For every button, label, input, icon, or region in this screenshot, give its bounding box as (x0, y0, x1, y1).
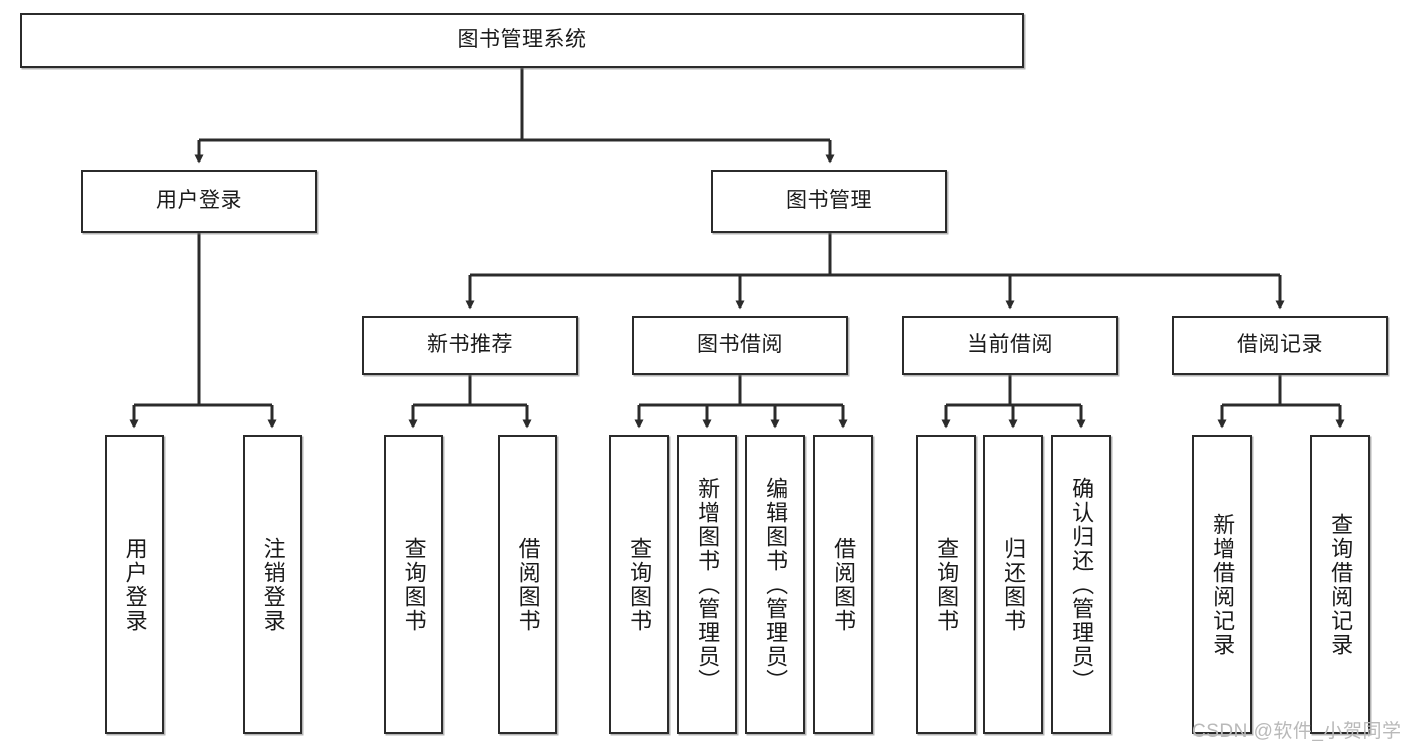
node-new-book-recommend[interactable]: 新书推荐 (362, 316, 578, 375)
node-label: 新增图书（管理员） (695, 476, 721, 693)
node-user-login[interactable]: 用户登录 (81, 170, 317, 233)
node-label: 新增借阅记录 (1210, 512, 1236, 657)
leaf-borrow-edit-book-admin[interactable]: 编辑图书（管理员） (745, 435, 805, 734)
node-label: 查询借阅记录 (1328, 512, 1354, 657)
leaf-newbook-query-book[interactable]: 查询图书 (384, 435, 443, 734)
node-label: 归还图书 (1001, 536, 1027, 633)
node-label: 当前借阅 (967, 333, 1053, 357)
node-label: 注销登录 (260, 536, 286, 633)
leaf-borrow-query-book[interactable]: 查询图书 (609, 435, 669, 734)
leaf-newbook-borrow-book[interactable]: 借阅图书 (498, 435, 557, 734)
node-book-management[interactable]: 图书管理 (711, 170, 947, 233)
leaf-user-login[interactable]: 用户登录 (105, 435, 164, 734)
node-book-borrow[interactable]: 图书借阅 (632, 316, 848, 375)
node-root-system[interactable]: 图书管理系统 (20, 13, 1024, 68)
leaf-borrow-add-book-admin[interactable]: 新增图书（管理员） (677, 435, 737, 734)
node-label: 图书管理 (786, 189, 872, 213)
leaf-record-query-record[interactable]: 查询借阅记录 (1310, 435, 1370, 734)
node-label: 借阅图书 (831, 536, 857, 633)
leaf-borrow-borrow-book[interactable]: 借阅图书 (813, 435, 873, 734)
leaf-current-return-book[interactable]: 归还图书 (983, 435, 1043, 734)
node-label: 确认归还（管理员） (1069, 476, 1095, 693)
node-label: 编辑图书（管理员） (763, 476, 789, 693)
node-label: 图书管理系统 (457, 28, 587, 52)
node-label: 用户登录 (122, 536, 148, 633)
node-label: 借阅记录 (1237, 333, 1323, 357)
node-borrow-record[interactable]: 借阅记录 (1172, 316, 1388, 375)
node-current-borrow[interactable]: 当前借阅 (902, 316, 1118, 375)
leaf-logout[interactable]: 注销登录 (243, 435, 302, 734)
node-label: 用户登录 (156, 189, 242, 213)
node-label: 借阅图书 (515, 536, 541, 633)
node-label: 图书借阅 (697, 333, 783, 357)
leaf-current-query-book[interactable]: 查询图书 (916, 435, 976, 734)
leaf-current-confirm-return-admin[interactable]: 确认归还（管理员） (1051, 435, 1111, 734)
leaf-record-add-record[interactable]: 新增借阅记录 (1192, 435, 1252, 734)
node-label: 查询图书 (934, 536, 960, 633)
node-label: 查询图书 (401, 536, 427, 633)
node-label: 新书推荐 (427, 333, 513, 357)
node-label: 查询图书 (627, 536, 653, 633)
